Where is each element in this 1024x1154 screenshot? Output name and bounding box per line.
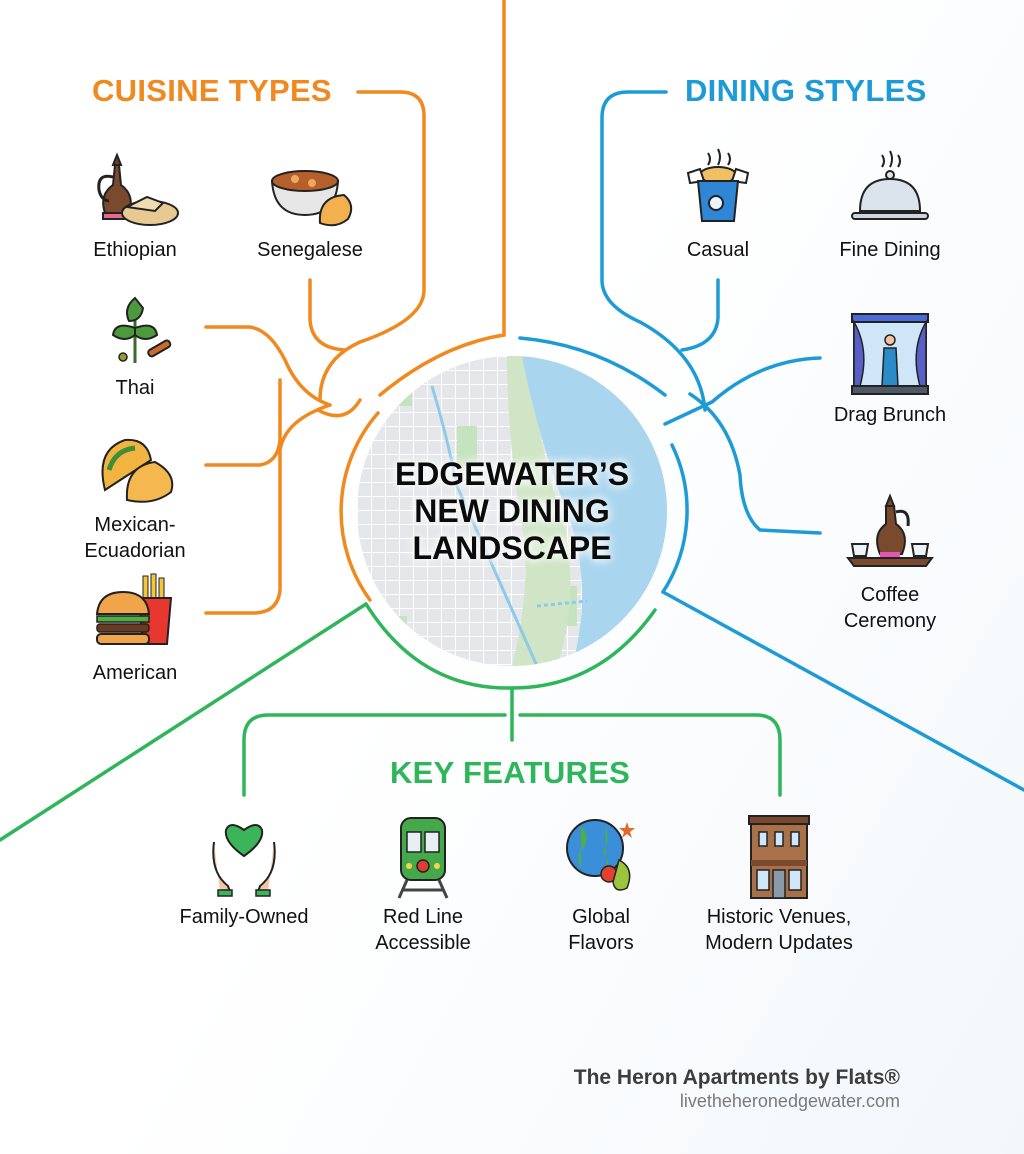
- train-icon: [397, 817, 449, 899]
- feature-item-historic-venues: Historic Venues, Modern Updates: [694, 812, 864, 956]
- herb-spice-icon: [111, 296, 172, 363]
- center-title: EDGEWATER’S NEW DINING LANDSCAPE: [394, 456, 630, 566]
- item-label: Thai: [115, 377, 155, 399]
- burger-fries-icon: [95, 573, 173, 645]
- item-label: Historic Venues, Modern Updates: [705, 906, 853, 954]
- heart-hands-icon: [212, 824, 276, 897]
- item-label: Family-Owned: [179, 906, 309, 928]
- dining-styles-heading: DINING STYLES: [685, 73, 927, 108]
- cuisine-types-heading: CUISINE TYPES: [92, 73, 332, 108]
- item-label: Drag Brunch: [833, 404, 947, 426]
- stew-bowl-pastry-icon: [270, 170, 353, 227]
- cuisine-item-american: American: [50, 568, 220, 686]
- item-label: Casual: [686, 239, 750, 261]
- cuisine-item-mexican-ecuadorian: Mexican-Ecuadorian: [50, 420, 220, 564]
- feature-item-global-flavors: Global Flavors: [516, 812, 686, 956]
- cuisine-item-senegalese: Senegalese: [225, 145, 395, 263]
- dining-item-coffee-ceremony: Coffee Ceremony: [805, 490, 975, 634]
- item-label: Red Line Accessible: [375, 906, 471, 954]
- item-label: Coffee Ceremony: [843, 584, 937, 632]
- historic-building-icon: [748, 815, 810, 899]
- jebena-injera-icon: [97, 152, 179, 226]
- dining-item-casual: Casual: [633, 145, 803, 263]
- footer-brand: The Heron Apartments by Flats®: [573, 1066, 900, 1089]
- dining-item-fine-dining: Fine Dining: [805, 145, 975, 263]
- cuisine-item-ethiopian: Ethiopian: [50, 145, 220, 263]
- coffee-pot-cups-icon: [846, 493, 934, 567]
- item-label: Global Flavors: [568, 906, 634, 954]
- takeout-box-icon: [686, 148, 750, 222]
- item-label: Mexican-Ecuadorian: [84, 514, 186, 562]
- taco-empanada-icon: [101, 438, 174, 503]
- item-label: Senegalese: [257, 239, 363, 261]
- item-label: American: [92, 662, 178, 684]
- map-illustration: [357, 356, 667, 666]
- center-map: EDGEWATER’S NEW DINING LANDSCAPE: [357, 356, 667, 666]
- feature-item-red-line: Red Line Accessible: [338, 812, 508, 956]
- item-label: Ethiopian: [93, 239, 177, 261]
- key-features-heading: KEY FEATURES: [390, 755, 631, 790]
- feature-item-family-owned: Family-Owned: [159, 812, 329, 930]
- footer-url: livetheheronedgewater.com: [679, 1091, 900, 1111]
- cuisine-item-thai: Thai: [50, 283, 220, 401]
- item-label: Fine Dining: [839, 239, 941, 261]
- cloche-icon: [851, 150, 929, 220]
- globe-produce-icon: [566, 819, 635, 891]
- stage-performer-icon: [851, 313, 929, 395]
- dining-item-drag-brunch: Drag Brunch: [805, 310, 975, 428]
